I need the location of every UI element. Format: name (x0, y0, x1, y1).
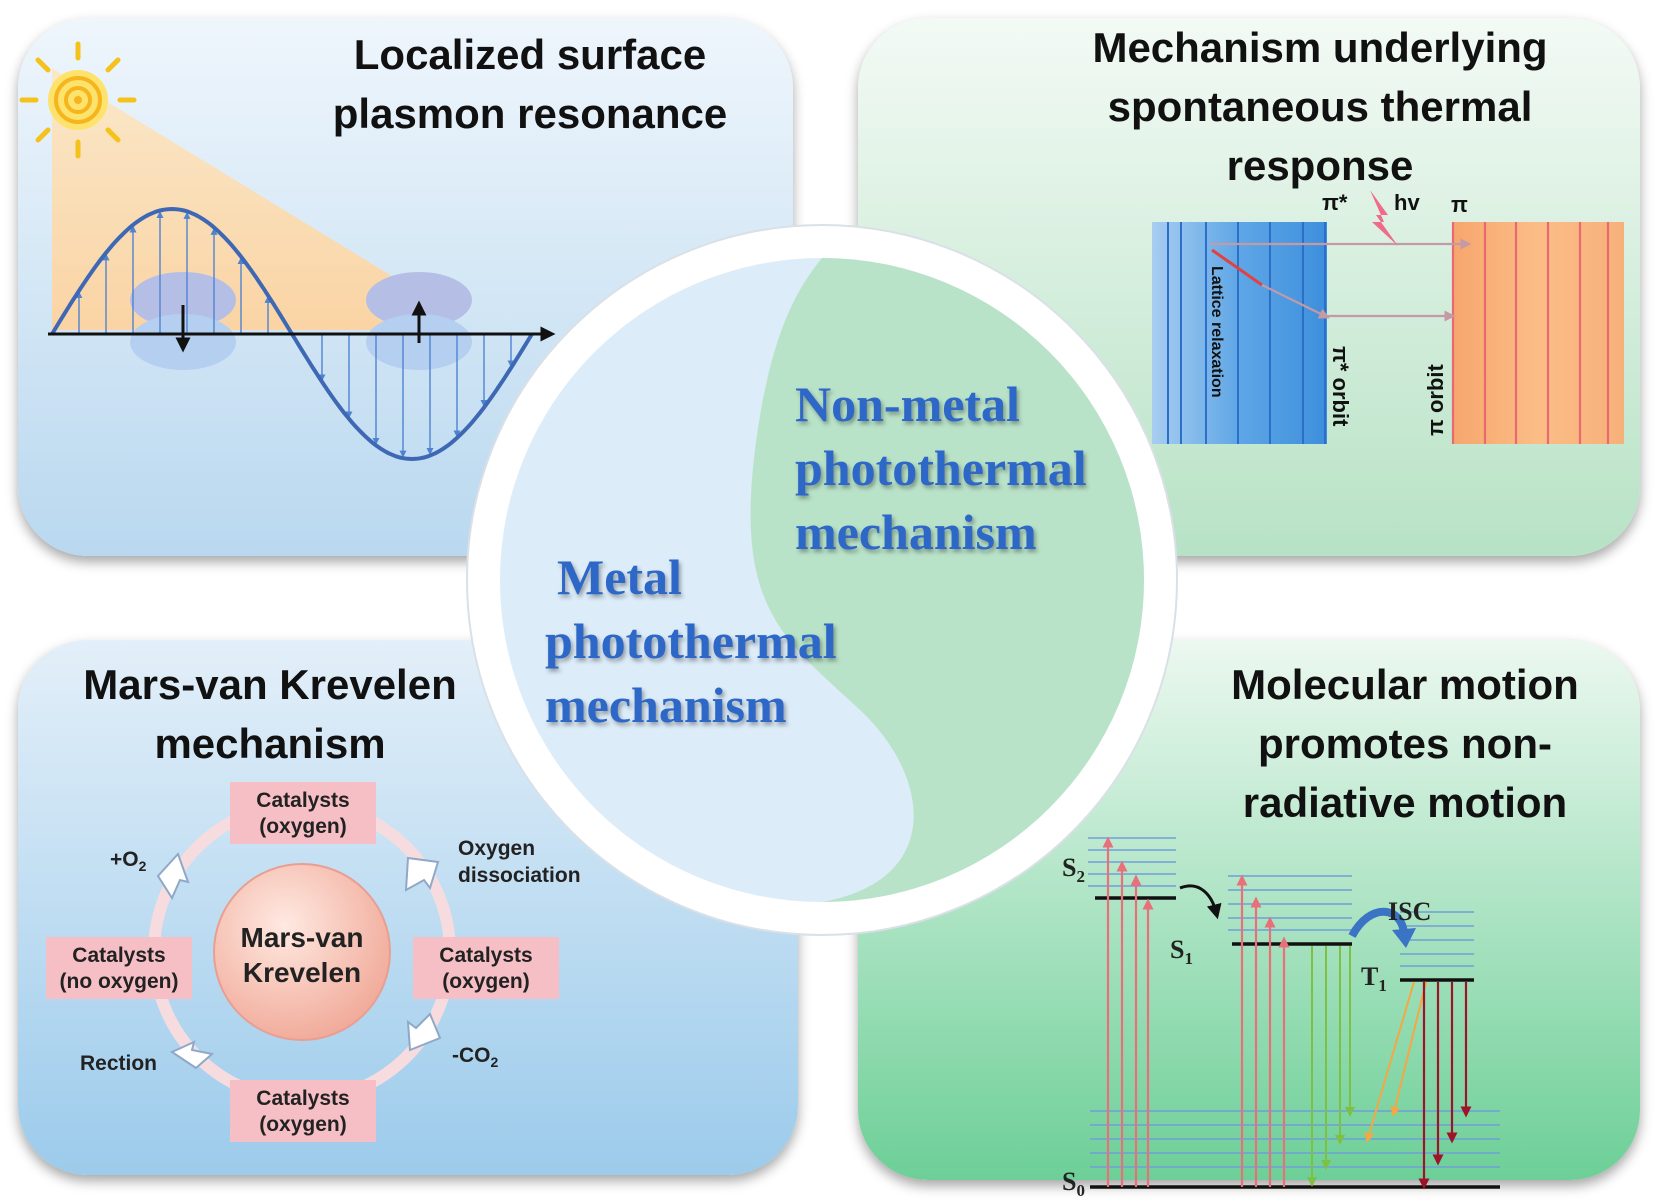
title-mvk: Mars-van Krevelen mechanism (83, 661, 457, 767)
fluorescence-arrows (1307, 946, 1355, 1187)
thermal-graphic: π* hv π Lattice relaxation π* orbit π or… (1152, 190, 1624, 444)
label-non-metal-mechanism: Non-metal photothermal mechanism (795, 376, 1087, 560)
mvk-cycle-arrows (156, 852, 442, 1070)
label-dissociation: dissociation (458, 864, 581, 887)
jablonski-graphic: S2 S1 T1 S0 ISC (1062, 836, 1500, 1200)
light-beam (52, 68, 395, 330)
mvk-box-top: Catalysts (oxygen) (230, 782, 376, 844)
sun-icon (19, 41, 137, 159)
pi-band-lines (1451, 222, 1610, 444)
center-circle (466, 224, 1178, 936)
label-reaction: Rection (80, 1052, 157, 1075)
mvk-graphic: Mars-van Krevelen Catalysts (oxygen) Cat… (46, 782, 581, 1142)
vibrational-levels (1088, 837, 1500, 1168)
field-arrows (75, 211, 515, 458)
relaxation-line-red (1211, 248, 1263, 287)
arrow-oxygen-dissociation (404, 856, 440, 892)
svg-text:Catalysts: Catalysts (256, 1087, 349, 1110)
label-lattice-relaxation: Lattice relaxation (1208, 266, 1225, 398)
svg-text:(no oxygen): (no oxygen) (60, 970, 179, 993)
pi-star-band (1152, 222, 1327, 444)
arrow-plus-o2 (156, 852, 190, 901)
pi-star-band-lines (1167, 222, 1326, 444)
label-pi-star-top: π* (1322, 190, 1348, 215)
svg-text:Catalysts: Catalysts (72, 944, 165, 967)
phosphorescence-arrows (1418, 982, 1472, 1190)
mvk-box-left: Catalysts (no oxygen) (46, 937, 192, 999)
label-pi-orbit: π orbit (1423, 363, 1448, 436)
title-molecular: Molecular motion promotes non-radiative … (1231, 661, 1579, 826)
mvk-box-right: Catalysts (oxygen) (413, 937, 559, 999)
internal-conversion-arrow (1179, 884, 1222, 920)
mvk-box-bottom: Catalysts (oxygen) (230, 1080, 376, 1142)
label-isc: ISC (1388, 897, 1431, 926)
label-t1: T1 (1361, 962, 1387, 995)
pi-band (1452, 222, 1624, 444)
mvk-center-line2: Krevelen (243, 957, 361, 988)
non-metal-half (750, 258, 1144, 902)
label-plus-o2: +O2 (110, 848, 147, 874)
label-metal-mechanism: Metal photothermal mechanism (545, 549, 837, 733)
label-pi-star-orbit: π* orbit (1328, 346, 1353, 427)
svg-text:(oxygen): (oxygen) (259, 1113, 347, 1136)
svg-text:(oxygen): (oxygen) (259, 815, 347, 838)
isc-arrow-head (1392, 928, 1416, 948)
mvk-center-circle (213, 863, 391, 1041)
svg-text:Catalysts: Catalysts (256, 789, 349, 812)
mvk-center-line1: Mars-van (241, 922, 364, 953)
title-thermal: Mechanism underlying spontaneous thermal… (1092, 24, 1548, 189)
label-s0: S0 (1062, 1167, 1085, 1200)
label-oxygen: Oxygen (458, 837, 535, 860)
label-hv: hv (1394, 190, 1420, 215)
label-minus-co2: -CO2 (452, 1044, 499, 1070)
label-s1: S1 (1170, 935, 1193, 968)
absorption-arrows (1102, 836, 1290, 1187)
svg-text:Catalysts: Catalysts (439, 944, 532, 967)
isc-decay-arrows (1364, 981, 1427, 1143)
label-s2: S2 (1062, 853, 1085, 886)
label-pi-top: π (1451, 192, 1468, 217)
arrow-co2 (406, 1012, 442, 1052)
relaxation-arrow (1261, 284, 1330, 319)
lspr-graphic (19, 41, 556, 462)
title-lspr: Localized surface plasmon resonance (332, 31, 728, 137)
lightning-icon (1370, 190, 1398, 246)
arrow-reaction (169, 1040, 215, 1070)
svg-text:(oxygen): (oxygen) (442, 970, 530, 993)
isc-arrow (1348, 907, 1408, 939)
